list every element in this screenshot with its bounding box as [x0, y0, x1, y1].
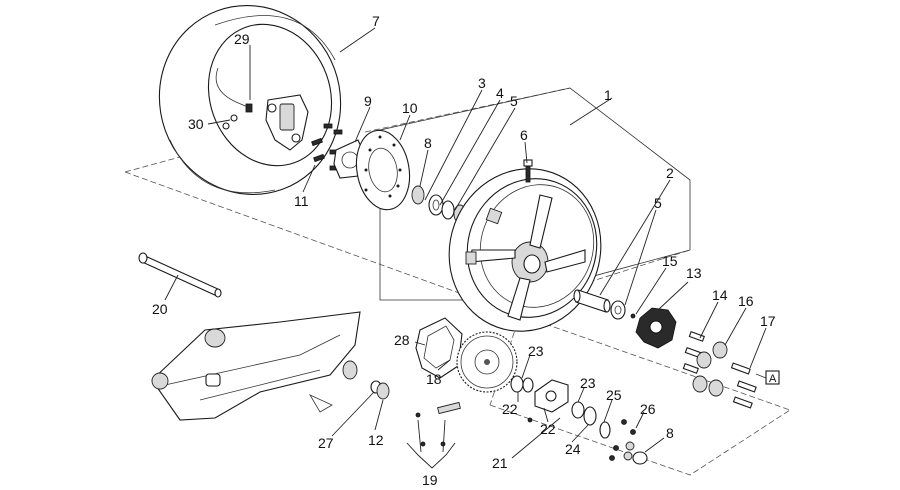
- tyre-valve: [523, 159, 533, 183]
- label-part-19: 19: [422, 472, 438, 488]
- label-part-21: 21: [492, 455, 508, 471]
- label-part-5-left: 5: [510, 93, 518, 109]
- label-part-25: 25: [606, 387, 622, 403]
- label-part-6: 6: [520, 127, 528, 143]
- sprocket-studs: [682, 331, 757, 409]
- cush-drive-hub: [635, 307, 677, 349]
- hub-bearing-right: [610, 300, 636, 320]
- rear-wheel-rim: [448, 168, 602, 332]
- label-part-1: 1: [604, 87, 612, 103]
- label-part-15: 15: [662, 253, 678, 269]
- label-part-20: 20: [152, 301, 168, 317]
- label-part-12: 12: [368, 432, 384, 448]
- label-part-11: 11: [294, 193, 309, 209]
- label-part-23-right: 23: [580, 375, 596, 391]
- label-part-23-left: 23: [528, 343, 544, 359]
- label-part-29: 29: [234, 31, 250, 47]
- label-part-13: 13: [686, 265, 702, 281]
- wheel-assembly-box: [379, 87, 691, 301]
- brake-disc: [355, 129, 411, 211]
- label-part-14: 14: [712, 287, 728, 303]
- label-part-30: 30: [188, 116, 204, 132]
- rear-axle: [138, 252, 222, 298]
- label-part-5-right: 5: [654, 195, 662, 211]
- sprocket-carrier: [510, 375, 648, 465]
- callout-lines: [164, 27, 767, 469]
- label-part-22-right: 22: [540, 421, 556, 437]
- label-part-27: 27: [318, 435, 334, 451]
- brake-caliper: [265, 94, 309, 151]
- label-part-7: 7: [372, 13, 380, 29]
- label-part-9: 9: [364, 93, 372, 109]
- label-part-18: 18: [426, 371, 442, 387]
- swingarm: [151, 311, 361, 421]
- label-part-28: 28: [394, 332, 410, 348]
- label-part-10: 10: [402, 100, 418, 116]
- label-part-22-left: 22: [502, 401, 518, 417]
- label-part-16: 16: [738, 293, 754, 309]
- hub-spacer: [573, 289, 611, 313]
- reference-marker-letter: A: [769, 373, 777, 385]
- caliper-bolts: [311, 123, 343, 171]
- part-labels: 1 2 3 4 5 5 6 7 8 8 9 10 11 12 13 14 15 …: [152, 13, 776, 488]
- rear-sprocket: [456, 331, 518, 393]
- label-part-24: 24: [565, 441, 581, 457]
- label-part-26: 26: [640, 401, 656, 417]
- label-part-17: 17: [760, 313, 776, 329]
- swingarm-washers: [370, 380, 390, 400]
- label-part-4: 4: [496, 85, 504, 101]
- label-part-3: 3: [478, 75, 486, 91]
- label-part-8-upper: 8: [424, 135, 432, 151]
- abs-sensor-cable: [215, 67, 253, 130]
- reference-marker: A: [755, 370, 780, 385]
- label-part-2: 2: [666, 165, 674, 181]
- label-part-8-lower: 8: [666, 425, 674, 441]
- chain-link: [415, 401, 461, 447]
